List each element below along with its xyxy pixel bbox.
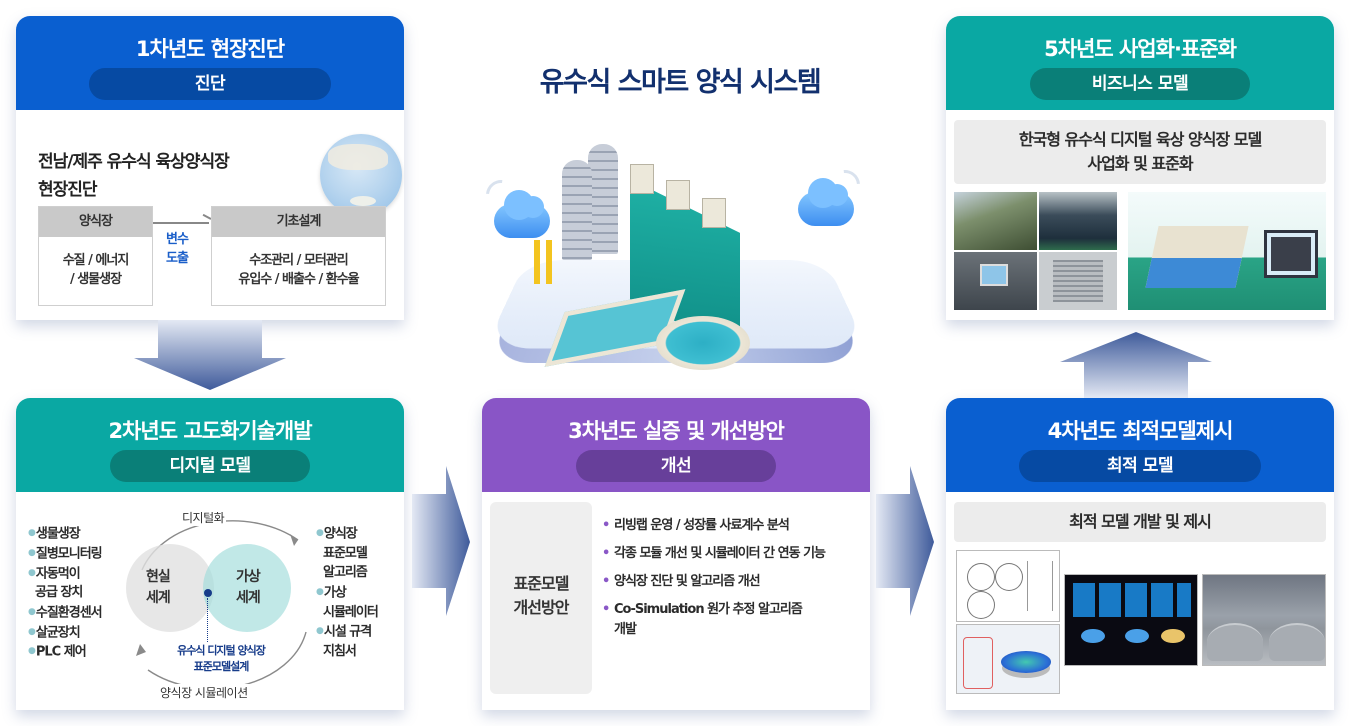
arrow-up-icon — [1060, 332, 1212, 398]
standard-model-label: 표준모델 개선방안 — [513, 574, 570, 617]
digital-farm-illustration — [1128, 192, 1326, 310]
page-title: 유수식 스마트 양식 시스템 — [539, 67, 822, 98]
stage4-banner: 최적 모델 개발 및 제시 — [954, 502, 1326, 542]
stage3-pill: 개선 — [576, 450, 776, 482]
subtitle-line: 현장진단 — [38, 180, 98, 200]
scada-monitoring-image — [1064, 574, 1198, 666]
simulation-software-image — [956, 624, 1060, 694]
table-line: 유입수 / 배출수 / 환수율 — [238, 272, 359, 287]
list-item: ●질병모니터링 — [28, 546, 103, 561]
control-panel-photo — [954, 252, 1037, 310]
list-item: ●자동먹이 — [28, 565, 81, 581]
virtual-world-label: 가상 세계 — [236, 569, 261, 606]
list-item: ●양식장 — [316, 526, 358, 542]
intersection-dot — [204, 589, 212, 597]
certificate-plaque-photo — [1039, 252, 1117, 310]
clarifier-tank-icon — [656, 316, 750, 370]
table-line: 수질 / 에너지 — [62, 253, 130, 268]
silo-icon — [562, 160, 592, 260]
arrow-right-icon — [876, 466, 934, 616]
cloud-icon — [798, 178, 854, 226]
stage2-header: 2차년도 고도화기술개발 디지털 모델 — [16, 398, 404, 492]
standard-model-design-label: 유수식 디지털 양식장 표준모델설계 — [177, 644, 266, 673]
equipment-box — [630, 164, 654, 194]
design-table: 기초설계 수조관리 / 모터관리 유입수 / 배출수 / 환수율 — [211, 206, 386, 306]
stage2-pill: 디지털 모델 — [110, 450, 310, 482]
farm-table: 양식장 수질 / 에너지 / 생물생장 — [38, 206, 153, 306]
table-line: 수조관리 / 모터관리 — [249, 253, 348, 268]
farm-simulation-label: 양식장 시뮬레이션 — [158, 684, 250, 701]
pipe-icon — [534, 240, 540, 284]
virtual-world-circle — [203, 544, 291, 632]
bullet-item: 각종 모듈 개선 및 시뮬레이터 간 연동 기능 — [602, 544, 832, 564]
stage5-card: 5차년도 사업화·표준화 비즈니스 모델 한국형 유수식 디지털 육상 양식장 … — [946, 16, 1334, 320]
stage2-title: 2차년도 고도화기술개발 — [108, 419, 312, 443]
stage4-card: 4차년도 최적모델제시 최적 모델 최적 모델 개발 및 제시 — [946, 398, 1334, 710]
stage5-header: 5차년도 사업화·표준화 비즈니스 모델 — [946, 16, 1334, 110]
physical-items-list: ●생물생장 ●질병모니터링 ●자동먹이 공급 장치 ●수질환경센서 ●살균장치 … — [28, 524, 103, 662]
standard-model-box: 표준모델 개선방안 — [490, 502, 592, 694]
stage1-title: 1차년도 현장진단 — [135, 37, 285, 61]
list-item: ●PLC 제어 — [28, 644, 87, 660]
list-item: ●수질환경센서 — [28, 605, 103, 620]
stage1-header: 1차년도 현장진단 진단 — [16, 16, 404, 110]
list-item: ●생물생장 — [28, 526, 81, 542]
list-item: ●시설 규격 — [316, 624, 372, 640]
map-globe-icon — [320, 134, 402, 216]
farm-table-header: 양식장 — [39, 207, 152, 237]
dotted-connector — [207, 598, 208, 642]
arrow-right-icon — [153, 222, 209, 224]
list-item: 공급 장치 — [35, 585, 83, 601]
arrow-right-icon — [412, 466, 470, 616]
list-item: ●살균장치 — [28, 624, 81, 640]
arrow-down-icon — [134, 320, 286, 390]
stage4-title: 4차년도 최적모델제시 — [1047, 419, 1234, 443]
stage4-header: 4차년도 최적모델제시 최적 모델 — [946, 398, 1334, 492]
stage3-title: 3차년도 실증 및 개선방안 — [568, 419, 785, 443]
cloud-icon — [494, 190, 550, 238]
stage3-header: 3차년도 실증 및 개선방안 개선 — [482, 398, 870, 492]
list-item: 지침서 — [323, 643, 357, 659]
digital-twin-venn: 현실 세계 가상 세계 유수식 디지털 양식장 표준모델설계 디지털화 양식장 … — [118, 509, 328, 701]
label-line: 도출 — [166, 251, 189, 266]
silo-icon — [588, 144, 618, 254]
blueprint-drawing-image — [956, 550, 1060, 622]
design-table-header: 기초설계 — [212, 207, 385, 237]
bullet-item: Co-Simulation 원가 추정 알고리즘 개발 — [602, 600, 803, 640]
pipe-icon — [546, 240, 552, 284]
outdoor-tank-photo — [1039, 192, 1117, 250]
subtitle-line: 전남/제주 유수식 육상양식장 — [38, 152, 230, 172]
aquaculture-hall-photo — [1202, 574, 1326, 666]
stage1-subtitle: 전남/제주 유수식 육상양식장 현장진단 — [38, 148, 230, 204]
farm-table-body: 수질 / 에너지 / 생물생장 — [39, 237, 152, 289]
stage5-title: 5차년도 사업화·표준화 — [1044, 37, 1237, 61]
stage2-card: 2차년도 고도화기술개발 디지털 모델 ●생물생장 ●질병모니터링 ●자동먹이 … — [16, 398, 404, 710]
stage3-card: 3차년도 실증 및 개선방안 개선 표준모델 개선방안 리빙랩 운영 / 성장률… — [482, 398, 870, 710]
list-item: 표준모델 — [323, 545, 368, 561]
list-item: ●가상 — [316, 585, 347, 600]
list-item: 알고리즘 — [323, 565, 368, 581]
real-world-label: 현실 세계 — [146, 569, 171, 606]
farm-exterior-photo — [954, 192, 1037, 250]
list-item: 시뮬레이터 — [323, 604, 379, 620]
real-world-circle — [126, 544, 214, 632]
label-line: 변수 — [166, 232, 189, 247]
stage5-banner: 한국형 유수식 디지털 육상 양식장 모델 사업화 및 표준화 — [954, 120, 1326, 184]
design-table-body: 수조관리 / 모터관리 유입수 / 배출수 / 환수율 — [212, 237, 385, 289]
table-line: / 생물생장 — [69, 272, 122, 287]
bullet-item: 양식장 진단 및 알고리즘 개선 — [602, 572, 862, 592]
stage5-pill: 비즈니스 모델 — [1030, 68, 1250, 100]
virtual-items-list: ●양식장 표준모델 알고리즘 ●가상 시뮬레이터 ●시설 규격 지침서 — [316, 524, 379, 661]
bullet-item: 리빙랩 운영 / 성장률 사료계수 분석 — [602, 516, 862, 536]
stage4-pill: 최적 모델 — [1019, 450, 1261, 482]
equipment-box — [702, 198, 726, 228]
equipment-box — [666, 180, 690, 210]
stage1-card: 1차년도 현장진단 진단 전남/제주 유수식 육상양식장 현장진단 양식장 수질… — [16, 16, 404, 320]
digitalization-label: 디지털화 — [180, 509, 227, 526]
improvement-bullets: 리빙랩 운영 / 성장률 사료계수 분석 각종 모듈 개선 및 시뮬레이터 간 … — [602, 516, 862, 648]
stage1-pill: 진단 — [89, 68, 331, 100]
variable-derivation-label: 변수 도출 — [166, 230, 189, 268]
smart-farm-illustration — [479, 144, 872, 380]
